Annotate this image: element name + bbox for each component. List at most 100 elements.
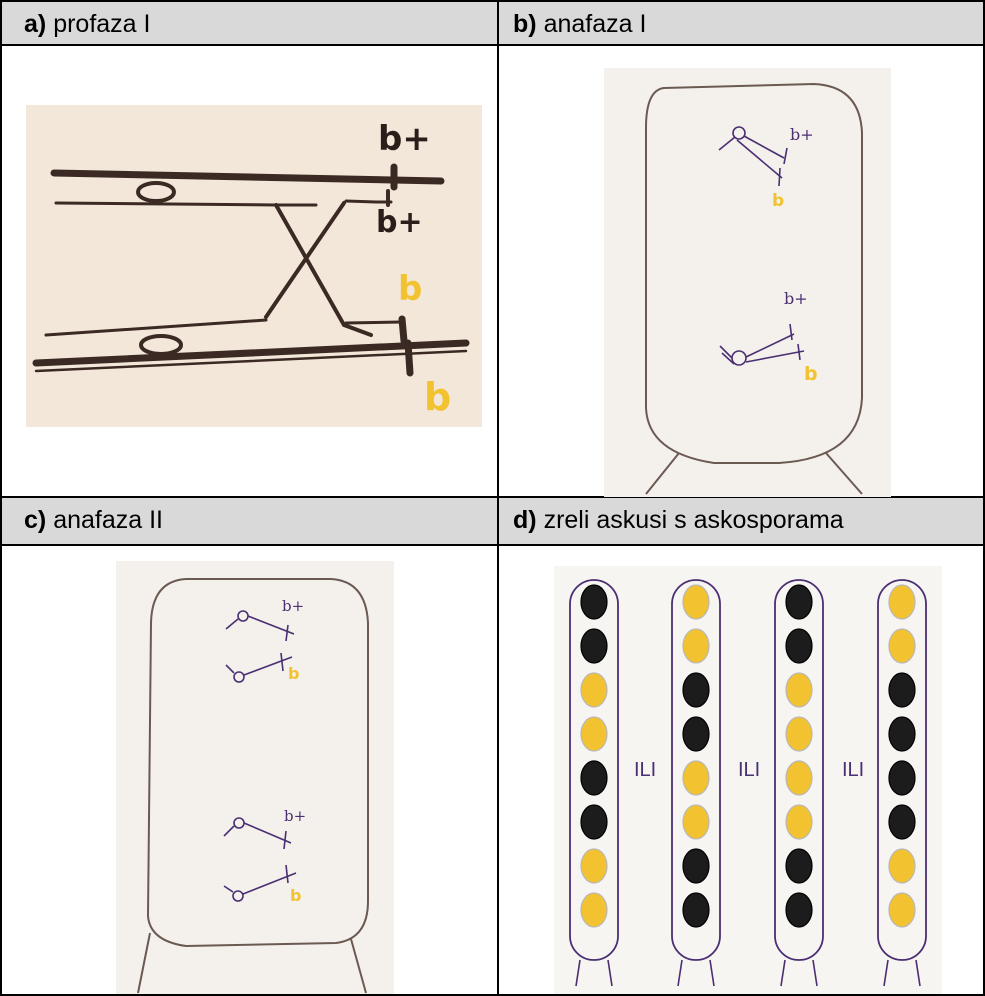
spore-yellow (786, 717, 812, 751)
spore-yellow (581, 717, 607, 751)
spore-black (683, 673, 709, 707)
centromere-1 (238, 611, 248, 621)
chromatid-bottom-thin-left (46, 320, 266, 335)
upper-locus-2 (779, 168, 780, 186)
label-b-plus-upper: b+ (790, 125, 814, 144)
chromatid-2-locus (281, 653, 283, 671)
chromatid-2-right (244, 657, 292, 675)
label-b-1: b (288, 664, 299, 683)
chromatid-3-right (244, 823, 291, 843)
crossover-strand-2 (266, 203, 344, 317)
upper-arm-right-1 (744, 136, 784, 158)
chromatid-3-left (224, 826, 234, 836)
ascus-3 (775, 580, 823, 986)
chromatid-1-locus (286, 625, 288, 641)
lower-locus-1 (790, 324, 792, 340)
separator-1: ILI (634, 759, 656, 781)
centromere-4 (233, 891, 243, 901)
ascus-stalk (781, 960, 817, 986)
anaphase-one-cell: b+ b b+ b (604, 68, 891, 497)
label-b-plus-lower: b+ (784, 289, 808, 308)
header-c: c) anafaza II (2, 498, 497, 544)
upper-arm-left (719, 137, 735, 150)
header-a-title: profaza I (53, 10, 150, 38)
locus-mark-3 (402, 319, 404, 341)
label-b-lower: b (804, 363, 818, 385)
header-b-letter: b) (513, 10, 537, 38)
label-b-1: b (398, 269, 422, 309)
header-d: d) zreli askusi s askosporama (499, 498, 983, 544)
row-divider-1 (0, 44, 985, 46)
chromatid-4-left (224, 886, 233, 892)
spore-yellow (683, 585, 709, 619)
label-b-plus-1: b+ (378, 119, 431, 159)
spore-black (786, 849, 812, 883)
spore-yellow (889, 585, 915, 619)
spore-yellow (889, 893, 915, 927)
centromere-lower (732, 351, 746, 365)
header-b-title: anafaza I (544, 10, 647, 38)
panel-c-drawing: b+ b b+ b (116, 561, 394, 994)
chromatid-2-left (226, 665, 234, 673)
separator-2: ILI (738, 759, 760, 781)
header-b: b) anafaza I (499, 2, 983, 44)
spore-yellow (786, 761, 812, 795)
chromatid-top-thick (54, 173, 441, 181)
chromatid-1-left (226, 619, 238, 629)
cell-stalk-right (351, 939, 366, 993)
anaphase-two-cell: b+ b b+ b (116, 561, 394, 994)
label-b-upper: b (772, 191, 784, 211)
spore-black (889, 761, 915, 795)
spore-yellow (581, 849, 607, 883)
header-c-letter: c) (24, 506, 46, 534)
separator-3: ILI (842, 759, 864, 781)
header-a-letter: a) (24, 10, 46, 38)
centromere-3 (234, 818, 244, 828)
spore-yellow (889, 849, 915, 883)
ascus-2 (672, 580, 720, 986)
chromatid-bottom-thin-right (346, 322, 401, 323)
spore-black (581, 761, 607, 795)
spore-yellow (683, 629, 709, 663)
locus-mark-4 (408, 343, 410, 373)
cell-stalk-left (646, 453, 679, 494)
panel-d-drawing: ILI ILI ILI (554, 566, 942, 994)
crossover-strand-1 (276, 205, 371, 335)
spore-yellow (581, 893, 607, 927)
spore-black (786, 629, 812, 663)
label-b-plus-1: b+ (282, 597, 304, 615)
centromere-bottom (141, 336, 181, 354)
spore-black (683, 717, 709, 751)
spore-black (581, 629, 607, 663)
row-divider-3 (0, 544, 985, 546)
chromatid-3-locus (284, 831, 286, 849)
spore-black (786, 585, 812, 619)
header-d-title: zreli askusi s askosporama (544, 506, 844, 534)
ascus-stalk (678, 960, 714, 986)
spore-yellow (889, 629, 915, 663)
spore-black (683, 849, 709, 883)
upper-locus-1 (784, 148, 787, 164)
spore-black (581, 585, 607, 619)
spore-yellow (786, 805, 812, 839)
cell-outline (148, 579, 368, 946)
spore-yellow (786, 673, 812, 707)
label-b-plus-2: b+ (284, 807, 306, 825)
spore-black (889, 673, 915, 707)
ascus-4 (878, 580, 926, 986)
spore-yellow (683, 805, 709, 839)
chromatid-4-locus (286, 865, 288, 883)
label-b-2: b (424, 375, 451, 419)
ascus-stalk (884, 960, 920, 986)
cell-stalk-left (138, 933, 150, 993)
centromere-2 (234, 672, 244, 682)
header-c-title: anafaza II (53, 506, 163, 534)
spore-yellow (683, 761, 709, 795)
prophase-crossover-diagram: b+ b+ b b (26, 105, 482, 427)
chromatid-top-thin-right (346, 201, 391, 202)
ascus-stalk (576, 960, 612, 986)
asci-diagram: ILI ILI ILI (554, 566, 942, 994)
spore-black (786, 893, 812, 927)
spore-yellow (581, 673, 607, 707)
panel-b-drawing: b+ b b+ b (604, 68, 891, 497)
